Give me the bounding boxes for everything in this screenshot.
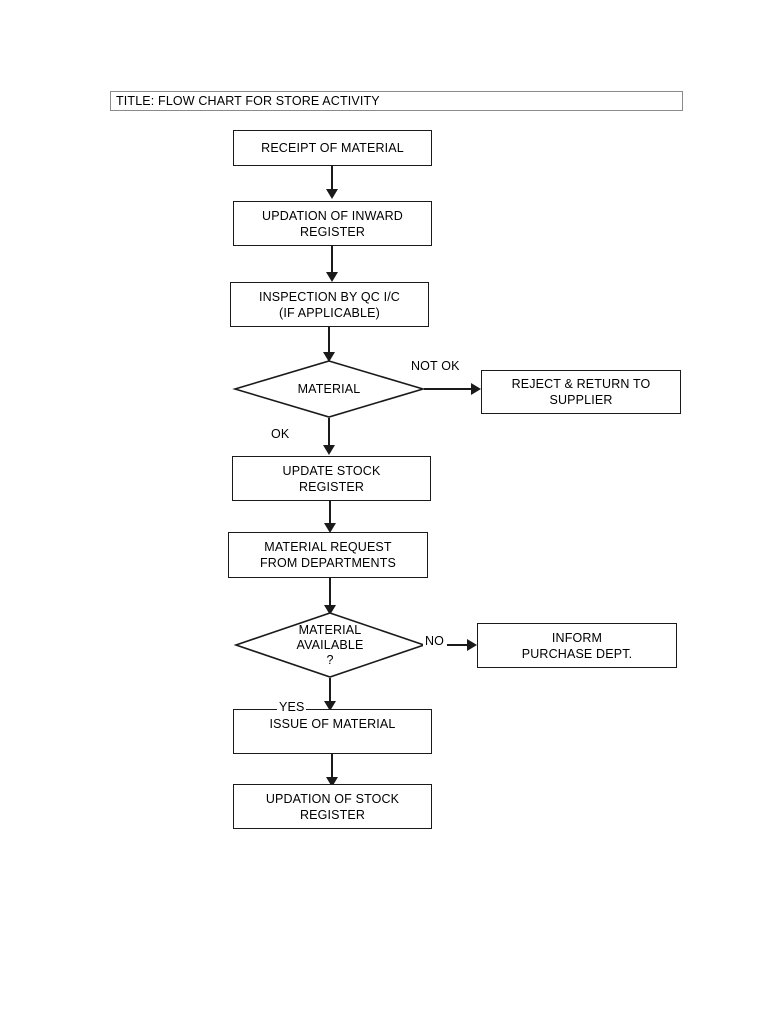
arrowhead-d2-n8 [324, 701, 336, 711]
node-label-line2: REGISTER [299, 807, 366, 822]
node-label-line1: MATERIAL REQUEST [264, 540, 392, 554]
connector-n8-n9 [331, 754, 333, 780]
node-issue-of-material: ISSUE OF MATERIAL [233, 709, 432, 754]
node-label-line1: INSPECTION BY QC I/C [259, 289, 400, 304]
connector-d2-n7 [447, 644, 470, 646]
node-label-line2: (IF APPLICABLE) [279, 305, 380, 320]
decision-material-available: MATERIAL AVAILABLE ? [233, 612, 427, 678]
node-label-line1: REJECT & RETURN TO [511, 377, 651, 391]
node-label-line1: UPDATION OF STOCK [265, 791, 400, 806]
arrowhead-d1-n4 [471, 383, 481, 395]
edge-label-ok: OK [269, 427, 292, 442]
connector-d1-n4 [424, 388, 474, 390]
edge-label-yes: YES [277, 700, 307, 715]
node-label-line1: UPDATION OF INWARD [262, 208, 403, 223]
arrowhead-n3-d1 [323, 352, 335, 362]
node-label-line1: INFORM [551, 630, 603, 645]
node-inform-purchase-dept: INFORM PURCHASE DEPT. [477, 623, 677, 668]
node-inspection-by-qc: INSPECTION BY QC I/C (IF APPLICABLE) [230, 282, 429, 327]
connector-d1-n5 [328, 418, 330, 448]
node-update-stock-register: UPDATE STOCK REGISTER [232, 456, 431, 501]
node-label-line2: SUPPLIER [549, 393, 613, 407]
node-label: RECEIPT OF MATERIAL [261, 141, 404, 155]
connector-n5-n6 [329, 501, 331, 526]
page-title: TITLE: FLOW CHART FOR STORE ACTIVITY [116, 94, 380, 108]
node-receipt-of-material: RECEIPT OF MATERIAL [233, 130, 432, 166]
decision-material: MATERIAL [232, 360, 426, 418]
title-bar [110, 91, 683, 111]
arrowhead-d2-n7 [467, 639, 477, 651]
node-label-line2: REGISTER [298, 479, 365, 494]
node-label-line2: REGISTER [299, 224, 366, 239]
node-material-request-from-departments: MATERIAL REQUEST FROM DEPARTMENTS [228, 532, 428, 578]
node-reject-return-to-supplier: REJECT & RETURN TO SUPPLIER [481, 370, 681, 414]
node-updation-of-inward-register: UPDATION OF INWARD REGISTER [233, 201, 432, 246]
arrowhead-n2-n3 [326, 272, 338, 282]
arrowhead-n8-n9 [326, 777, 338, 787]
connector-n3-d1 [328, 327, 330, 355]
connector-n1-n2 [331, 166, 333, 191]
connector-n6-d2 [329, 578, 331, 608]
node-label: ISSUE OF MATERIAL [269, 717, 396, 731]
arrowhead-d1-n5 [323, 445, 335, 455]
arrowhead-n1-n2 [326, 189, 338, 199]
edge-label-no: NO [423, 634, 447, 649]
connector-d2-n8 [329, 678, 331, 704]
connector-n2-n3 [331, 246, 333, 274]
node-label-line2: FROM DEPARTMENTS [260, 556, 396, 570]
node-updation-of-stock-register: UPDATION OF STOCK REGISTER [233, 784, 432, 829]
arrowhead-n5-n6 [324, 523, 336, 533]
edge-label-not-ok: NOT OK [409, 359, 462, 374]
node-label-line1: UPDATE STOCK [282, 463, 381, 478]
node-label-line2: PURCHASE DEPT. [521, 646, 633, 661]
arrowhead-n6-d2 [324, 605, 336, 615]
